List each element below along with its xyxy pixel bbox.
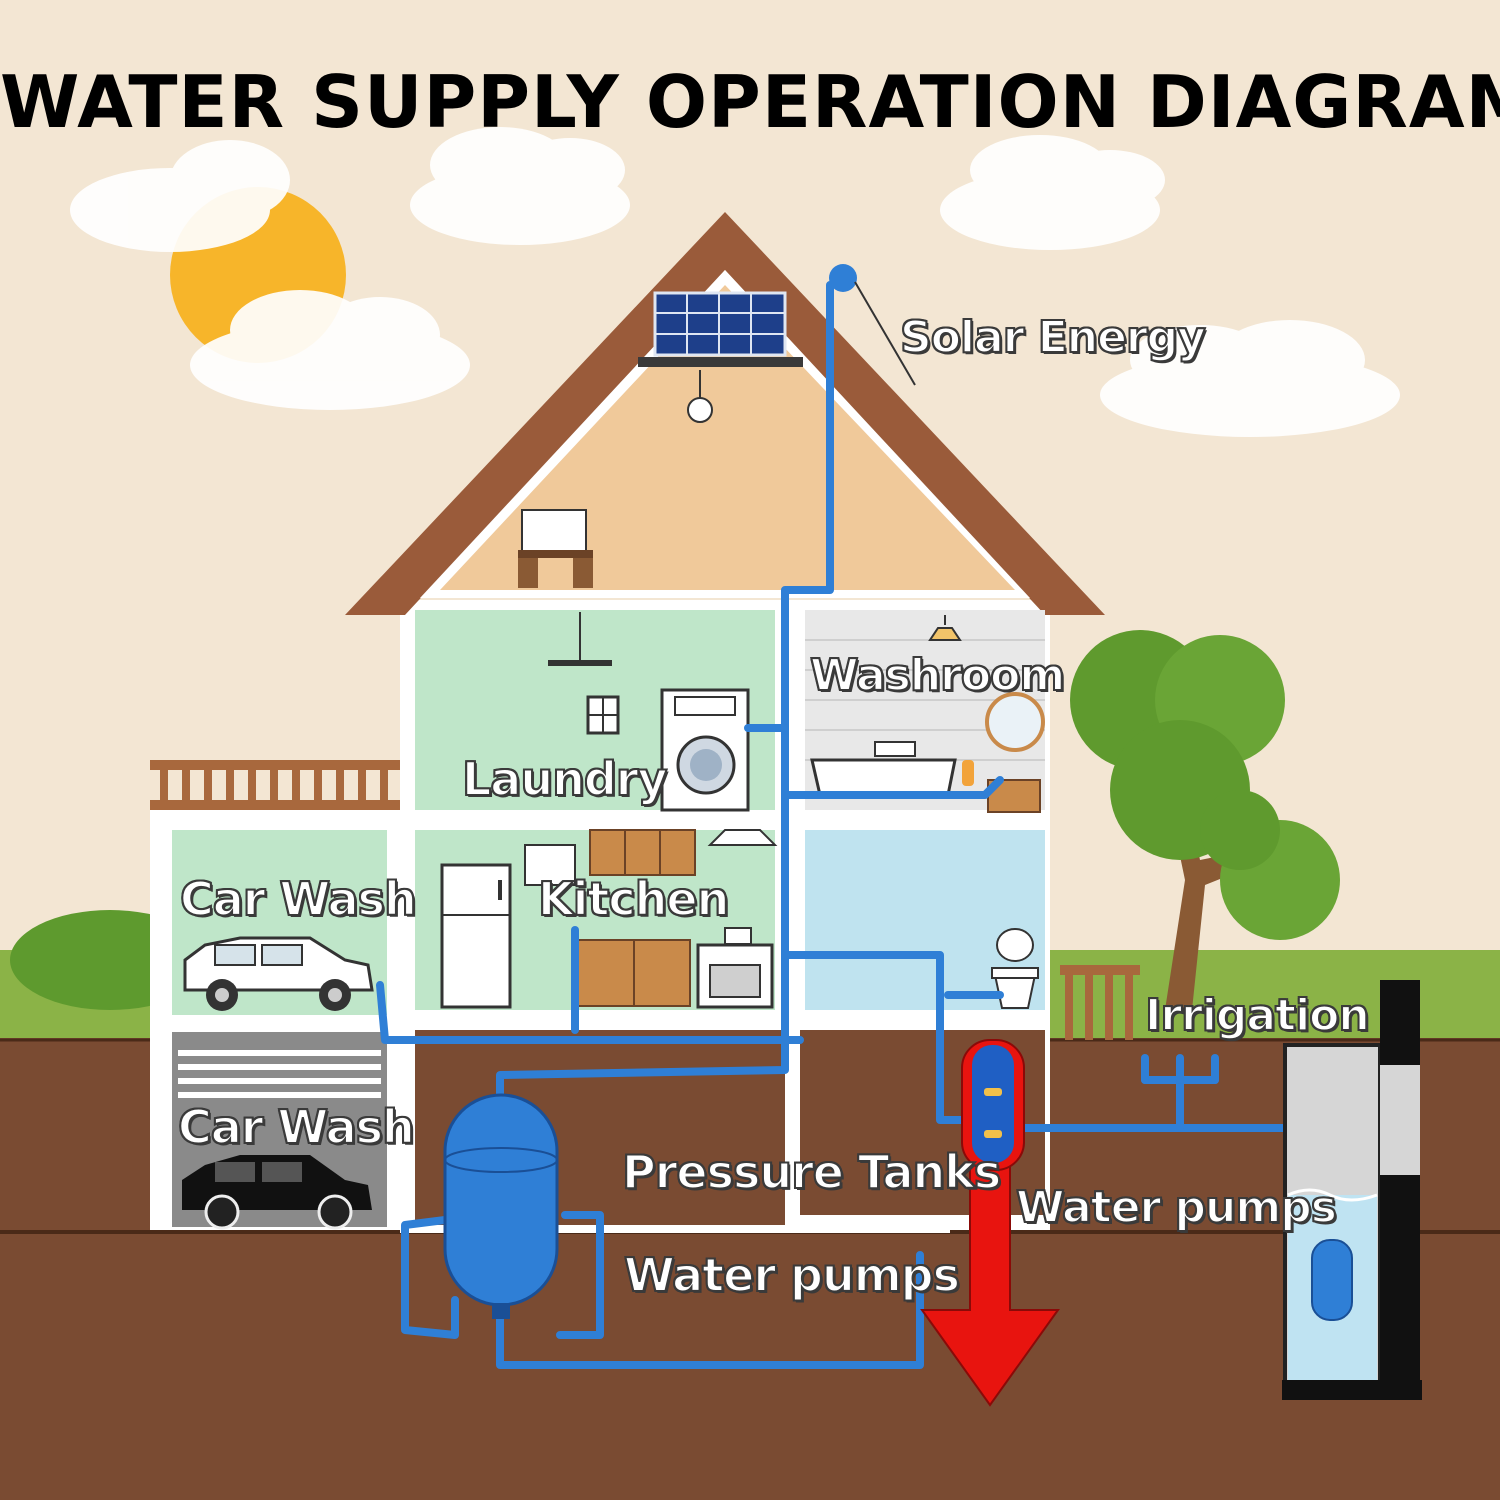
cloud-icon <box>940 135 1165 250</box>
bottle <box>962 760 974 786</box>
kitchen-cabinets <box>577 829 696 1007</box>
solar-collector-valve <box>829 264 857 292</box>
label-water-pumps-lower: Water pumps <box>623 1247 961 1303</box>
washroom-lamp <box>928 615 962 641</box>
laundry-window <box>586 695 620 735</box>
balcony-railing <box>150 760 400 810</box>
label-car-wash-lower: Car Wash <box>177 1099 416 1155</box>
ground-floor <box>400 1010 1050 1030</box>
bathtub-icon <box>810 741 957 797</box>
label-washroom: Washroom <box>809 649 1066 702</box>
label-car-wash-upper: Car Wash <box>179 871 418 927</box>
upper-floor <box>400 810 1050 830</box>
house-center-wall <box>775 600 805 1020</box>
solar-cable <box>854 281 916 386</box>
garage-door <box>178 1050 381 1098</box>
range-hood <box>707 829 778 846</box>
water-pump-icon <box>961 1039 1025 1171</box>
well-icon <box>1282 980 1422 1400</box>
cloud-icon <box>190 290 470 410</box>
downflow-arrow <box>920 1154 1060 1407</box>
cloud-icon <box>1100 320 1400 437</box>
ceiling-lamp <box>548 660 612 666</box>
back-stairs <box>1060 965 1140 1040</box>
cloud-icon <box>70 140 290 252</box>
mirror <box>985 692 1045 752</box>
kitchen-window <box>524 844 576 886</box>
solar-panel-icon <box>638 291 803 367</box>
diagram-title: WATER SUPPLY OPERATION DIAGRAM <box>0 60 1500 144</box>
label-pressure-tanks: Pressure Tanks <box>621 1144 1002 1200</box>
toilet-icon <box>991 928 1039 1009</box>
label-kitchen: Kitchen <box>537 871 730 927</box>
label-irrigation: Irrigation <box>1144 989 1371 1042</box>
tree-icon <box>1070 630 1340 1010</box>
label-laundry: Laundry <box>461 751 668 807</box>
label-solar-energy: Solar Energy <box>899 311 1207 364</box>
washing-machine-icon <box>660 688 750 812</box>
basement-floor <box>400 1225 950 1233</box>
car-icon <box>182 1155 372 1230</box>
pressure-tank-icon <box>443 1093 559 1319</box>
attic-lamp <box>687 397 713 423</box>
refrigerator-icon <box>440 863 512 1009</box>
roof <box>345 212 1105 615</box>
stove-icon <box>696 927 774 1009</box>
attic-desk <box>518 509 593 588</box>
cloud-icon <box>410 127 630 245</box>
label-water-pumps-right: Water pumps <box>1015 1181 1338 1234</box>
car-icon <box>183 936 374 1011</box>
